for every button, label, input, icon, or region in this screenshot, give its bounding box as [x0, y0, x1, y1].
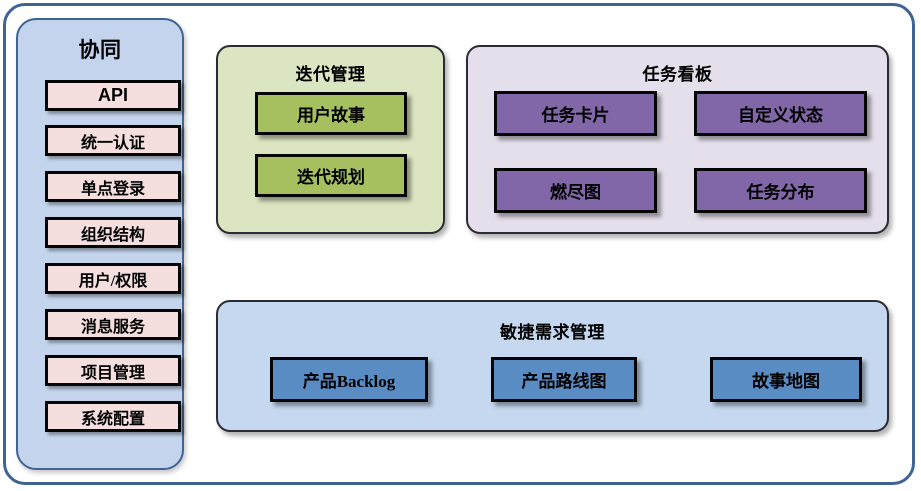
- iteration-management-title: 迭代管理: [295, 65, 366, 84]
- collaboration-panel-title: 协同: [78, 39, 122, 62]
- agile-item-product-roadmap[interactable]: 产品路线图: [491, 357, 637, 402]
- agile-requirement-title: 敏捷需求管理: [500, 323, 605, 342]
- agile-requirement-panel[interactable]: 敏捷需求管理 产品Backlog 产品路线图 故事地图: [216, 300, 889, 432]
- sidebar-item-org-structure[interactable]: 组织结构: [45, 217, 181, 248]
- sidebar-item-sso[interactable]: 单点登录: [45, 171, 181, 202]
- task-board-panel[interactable]: 任务看板 任务卡片 自定义状态 燃尽图 任务分布: [466, 45, 889, 234]
- sidebar-item-message-service[interactable]: 消息服务: [45, 309, 181, 340]
- iteration-management-panel[interactable]: 迭代管理 用户故事 迭代规划: [216, 45, 445, 234]
- taskboard-item-custom-status[interactable]: 自定义状态: [694, 91, 867, 136]
- sidebar-item-system-config[interactable]: 系统配置: [45, 401, 181, 432]
- sidebar-item-user-permission[interactable]: 用户/权限: [45, 263, 181, 294]
- collaboration-panel[interactable]: 协同 API 统一认证 单点登录 组织结构 用户/权限 消息服务 项目管理 系统…: [16, 18, 184, 470]
- agile-item-product-backlog[interactable]: 产品Backlog: [270, 357, 428, 402]
- sidebar-item-api[interactable]: API: [45, 80, 181, 111]
- iteration-item-iteration-planning[interactable]: 迭代规划: [255, 154, 407, 197]
- task-board-title: 任务看板: [642, 65, 713, 84]
- sidebar-item-unified-auth[interactable]: 统一认证: [45, 125, 181, 156]
- taskboard-item-task-distribution[interactable]: 任务分布: [694, 168, 867, 213]
- sidebar-item-project-management[interactable]: 项目管理: [45, 355, 181, 386]
- iteration-item-user-story[interactable]: 用户故事: [255, 92, 407, 135]
- taskboard-item-task-card[interactable]: 任务卡片: [494, 91, 657, 136]
- taskboard-item-burndown-chart[interactable]: 燃尽图: [494, 168, 657, 213]
- agile-item-story-map[interactable]: 故事地图: [710, 357, 862, 402]
